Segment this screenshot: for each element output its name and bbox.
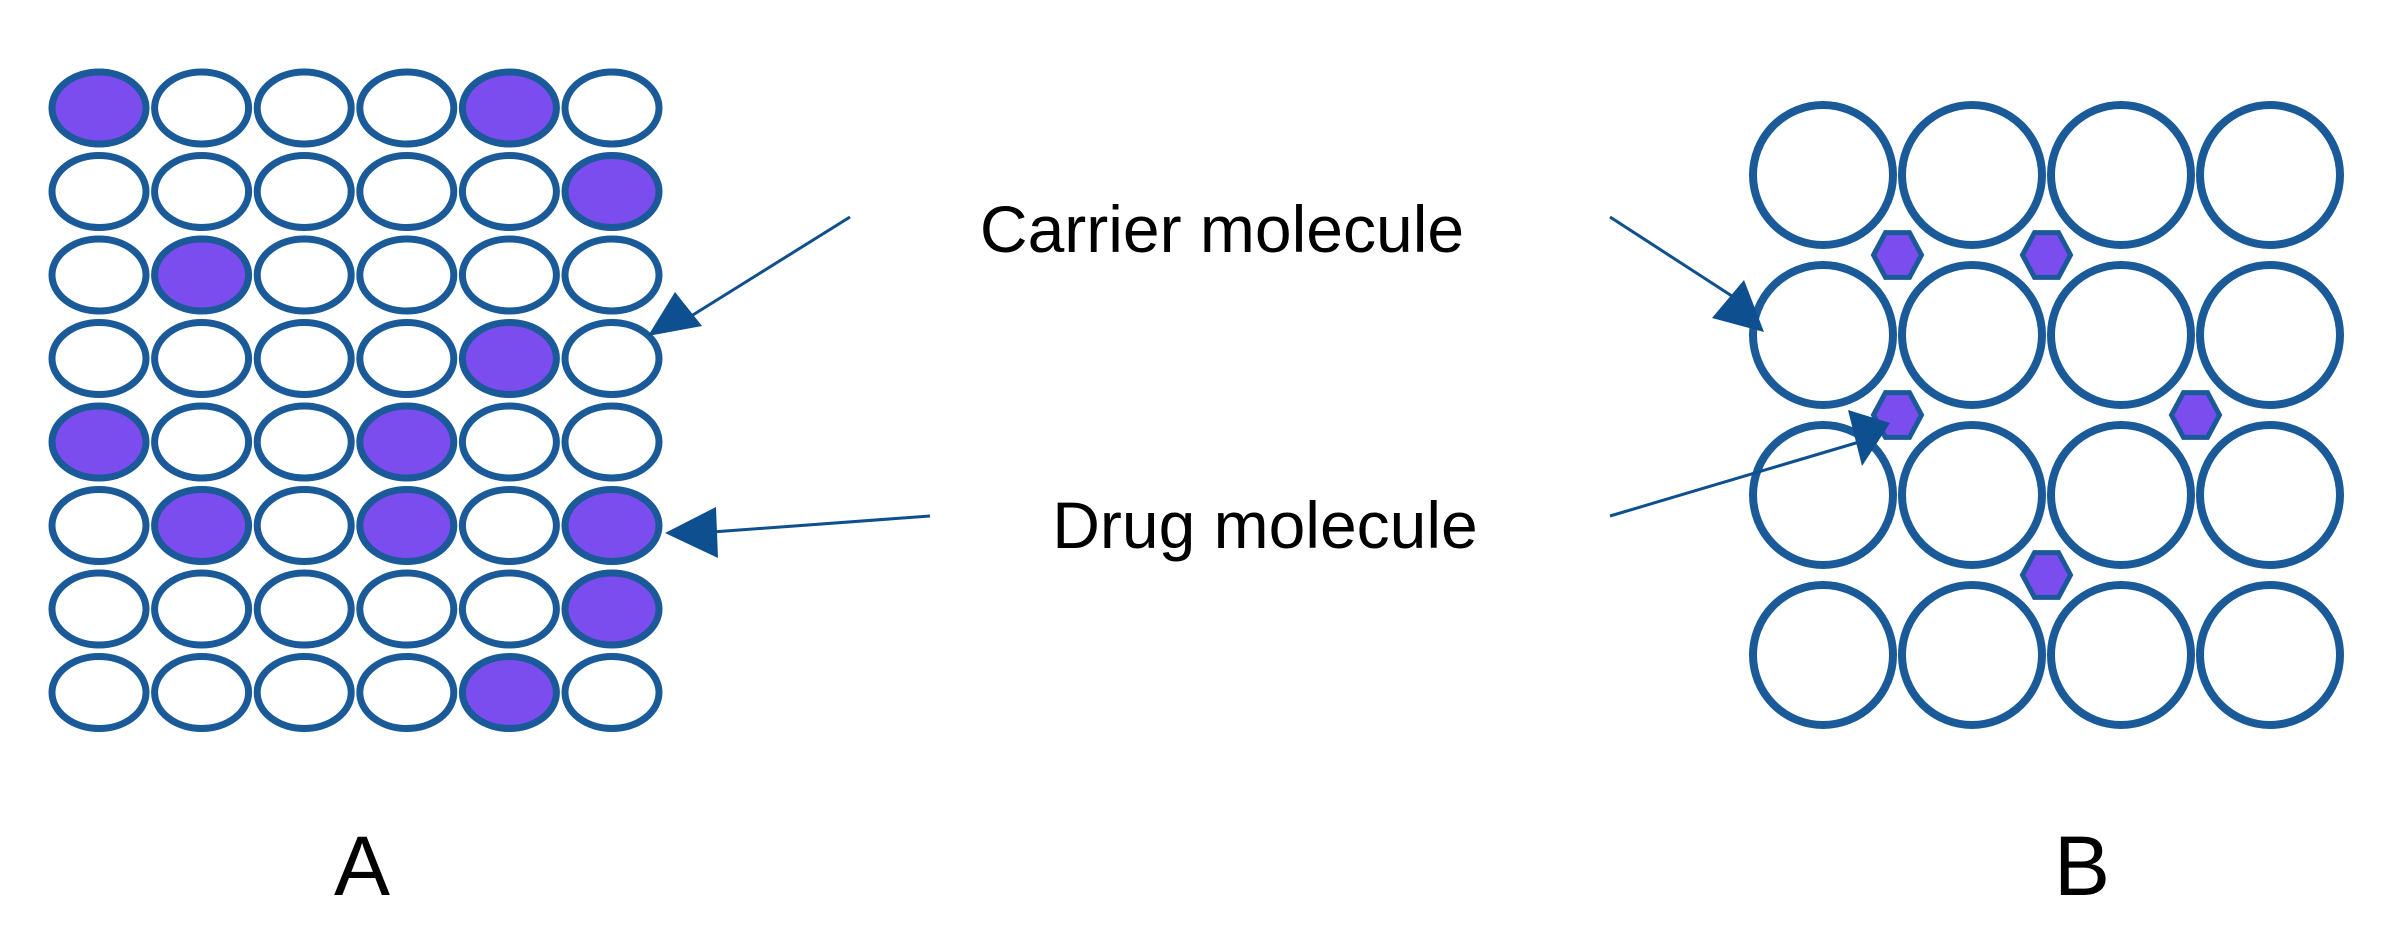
carrier-molecule <box>151 319 253 398</box>
drug-molecule <box>2168 390 2223 440</box>
carrier-molecule <box>561 402 663 482</box>
drug-arrow-right <box>1609 438 1867 518</box>
panel-b-label: B <box>2054 819 2110 913</box>
carrier-molecule <box>458 486 560 565</box>
carrier-molecule <box>48 235 150 315</box>
carrier-molecule <box>356 235 458 315</box>
carrier-molecule <box>561 319 663 398</box>
drug-molecule <box>48 402 150 482</box>
carrier-molecule <box>1898 101 2046 249</box>
carrier-molecule <box>2047 101 2195 249</box>
carrier-molecule <box>458 569 560 649</box>
carrier-molecule <box>2196 261 2344 409</box>
drug-arrow-left <box>711 514 931 534</box>
carrier-molecule <box>458 402 560 482</box>
carrier-molecule <box>48 152 150 231</box>
carrier-molecule <box>1749 101 1897 249</box>
carrier-molecule <box>2047 421 2195 569</box>
carrier-molecule <box>253 653 355 732</box>
carrier-molecule-label: Carrier molecule <box>980 192 1464 266</box>
drug-molecule <box>561 569 663 649</box>
drug-arrowhead-right <box>1848 410 1890 466</box>
drug-molecule <box>356 486 458 565</box>
drug-molecule <box>561 152 663 231</box>
carrier-molecule <box>1749 581 1897 729</box>
carrier-molecule <box>1749 421 1897 569</box>
drug-molecule <box>2019 550 2074 600</box>
drug-molecule <box>356 402 458 482</box>
carrier-molecule <box>356 319 458 398</box>
drug-molecule <box>48 68 150 148</box>
carrier-molecule <box>253 569 355 649</box>
carrier-arrow-right <box>1609 215 1736 300</box>
drug-molecule <box>1870 230 1925 280</box>
carrier-molecule <box>151 68 253 148</box>
carrier-molecule <box>253 486 355 565</box>
carrier-molecule <box>458 152 560 231</box>
carrier-molecule <box>151 653 253 732</box>
panel-a-label: A <box>334 819 390 913</box>
carrier-molecule <box>151 152 253 231</box>
carrier-molecule <box>48 653 150 732</box>
drug-molecule <box>2019 230 2074 280</box>
drug-molecule-label: Drug molecule <box>1052 488 1478 562</box>
carrier-molecule <box>2196 581 2344 729</box>
carrier-arrow-left <box>687 215 851 320</box>
carrier-arrowhead-right <box>1712 280 1764 332</box>
drug-molecule <box>151 235 253 315</box>
carrier-molecule <box>48 569 150 649</box>
drug-molecule <box>561 486 663 565</box>
carrier-molecule <box>253 152 355 231</box>
carrier-molecule <box>151 569 253 649</box>
carrier-molecule <box>561 235 663 315</box>
carrier-molecule <box>48 319 150 398</box>
drug-molecule <box>458 68 560 148</box>
drug-molecule <box>458 319 560 398</box>
carrier-molecule <box>1749 261 1897 409</box>
panel-a-molecular-dispersion <box>48 68 663 732</box>
drug-molecule <box>151 486 253 565</box>
carrier-molecule <box>2196 101 2344 249</box>
carrier-molecule <box>2047 261 2195 409</box>
carrier-molecule <box>2047 581 2195 729</box>
carrier-arrowhead-left <box>648 292 702 336</box>
carrier-molecule <box>1898 421 2046 569</box>
drug-arrowhead-left <box>665 507 718 558</box>
carrier-molecule <box>1898 581 2046 729</box>
carrier-molecule <box>253 68 355 148</box>
carrier-molecule <box>356 152 458 231</box>
carrier-molecule <box>48 486 150 565</box>
carrier-molecule <box>356 653 458 732</box>
carrier-molecule <box>458 235 560 315</box>
carrier-molecule <box>561 653 663 732</box>
carrier-molecule <box>356 569 458 649</box>
carrier-molecule <box>253 235 355 315</box>
carrier-molecule <box>561 68 663 148</box>
carrier-molecule <box>151 402 253 482</box>
panel-b-crystal-lattice <box>1749 101 2344 729</box>
carrier-molecule <box>253 319 355 398</box>
carrier-molecule <box>2196 421 2344 569</box>
carrier-molecule <box>356 68 458 148</box>
carrier-molecule <box>253 402 355 482</box>
drug-molecule <box>458 653 560 732</box>
carrier-molecule <box>1898 261 2046 409</box>
